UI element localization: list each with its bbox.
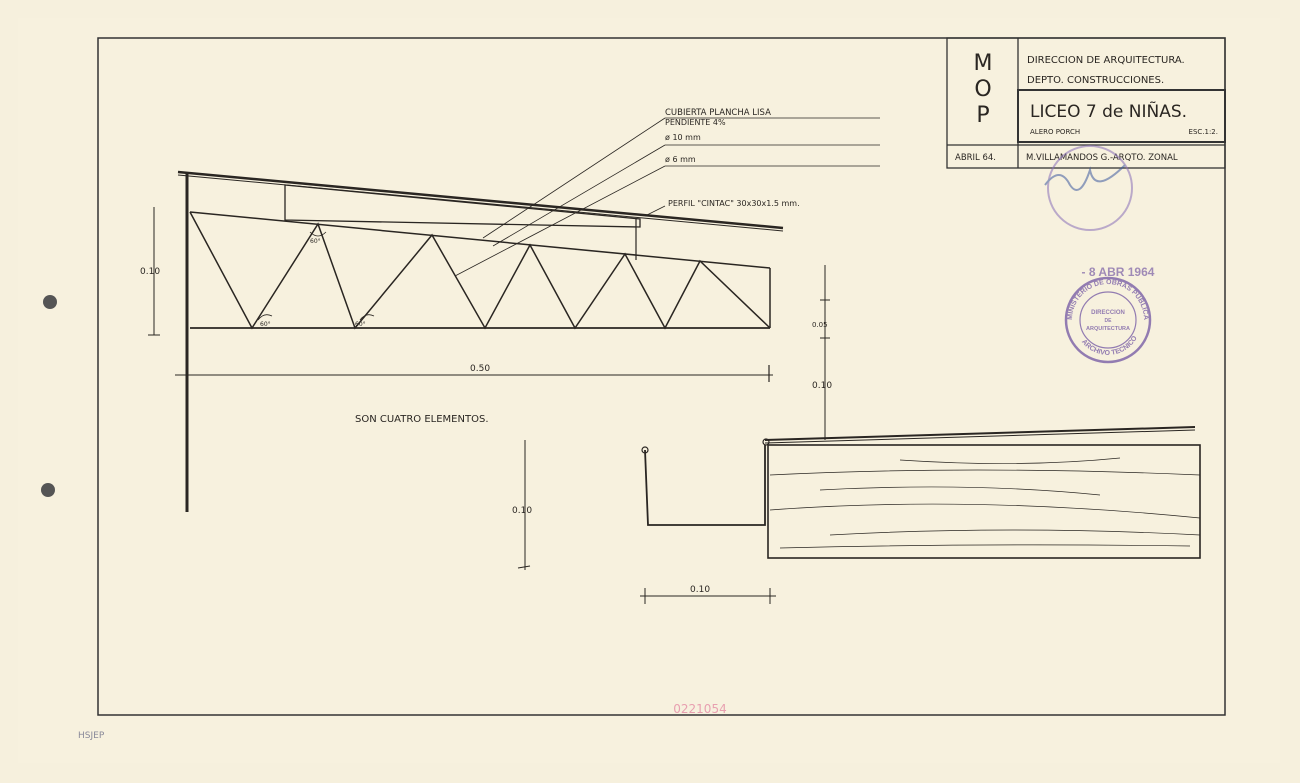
dim-truss-length: 0.50: [470, 364, 490, 374]
lattice-web: [189, 211, 771, 330]
department-label: DEPTO. CONSTRUCCIONES.: [1027, 75, 1164, 86]
received-date-stamp: - 8 ABR 1964: [1082, 265, 1155, 279]
drawing-name: ALERO PORCH: [1030, 128, 1080, 136]
top-chord: [189, 211, 771, 269]
agency-letter-m: M: [974, 51, 993, 76]
dim-detail-mid: 0.10: [812, 381, 832, 391]
binding-hole: [43, 295, 57, 309]
signature-stamp: [1044, 145, 1133, 231]
wood-grain: [769, 457, 1201, 549]
purlin-profile: [284, 184, 641, 228]
note-slope: PENDIENTE 4%: [665, 118, 726, 127]
dim-truss-height: 0.10: [140, 267, 160, 277]
note-bar-10: ø 10 mm: [665, 133, 701, 142]
angle-label: 60°: [260, 321, 271, 328]
stamp-dir-2: DE: [1105, 318, 1113, 324]
direction-label: DIRECCION DE ARQUITECTURA.: [1027, 55, 1185, 66]
note-bar-6: ø 6 mm: [665, 155, 696, 164]
scale-label: ESC.1:2.: [1189, 128, 1218, 136]
dim-detail-top: 0.05: [812, 321, 828, 329]
agency-letter-p: P: [976, 103, 989, 128]
agency-letter-o: O: [974, 77, 991, 102]
note-profile: PERFIL "CINTAC" 30x30x1.5 mm.: [668, 199, 800, 208]
stamp-dir-1: DIRECCION: [1091, 310, 1125, 316]
dim-gutter-depth: 0.10: [512, 506, 532, 516]
project-title: LICEO 7 de NIÑAS.: [1030, 100, 1187, 122]
author-label: M.VILLAMANDOS G.-ARQTO. ZONAL: [1026, 153, 1178, 163]
initials: HSJEP: [78, 731, 105, 741]
title-block: [946, 37, 1226, 169]
binding-hole: [41, 483, 55, 497]
note-elements: SON CUATRO ELEMENTOS.: [355, 414, 489, 425]
gutter-profile: [644, 445, 766, 526]
stamp-dir-3: ARQUITECTURA: [1086, 326, 1130, 332]
truss-elevation: [148, 117, 880, 512]
roof-sheet: [177, 170, 784, 230]
dim-gutter-width: 0.10: [690, 585, 710, 595]
archive-code: 0221054: [673, 702, 726, 716]
wood-board: [767, 444, 1201, 559]
drawing-frame: [97, 37, 1226, 716]
paper: [18, 18, 1280, 763]
angle-label: 60°: [355, 321, 366, 328]
angle-label: 60°: [310, 238, 321, 245]
note-roof: CUBIERTA PLANCHA LISA: [665, 108, 771, 118]
date-label: ABRIL 64.: [955, 153, 996, 163]
eave-detail: [517, 265, 1201, 604]
